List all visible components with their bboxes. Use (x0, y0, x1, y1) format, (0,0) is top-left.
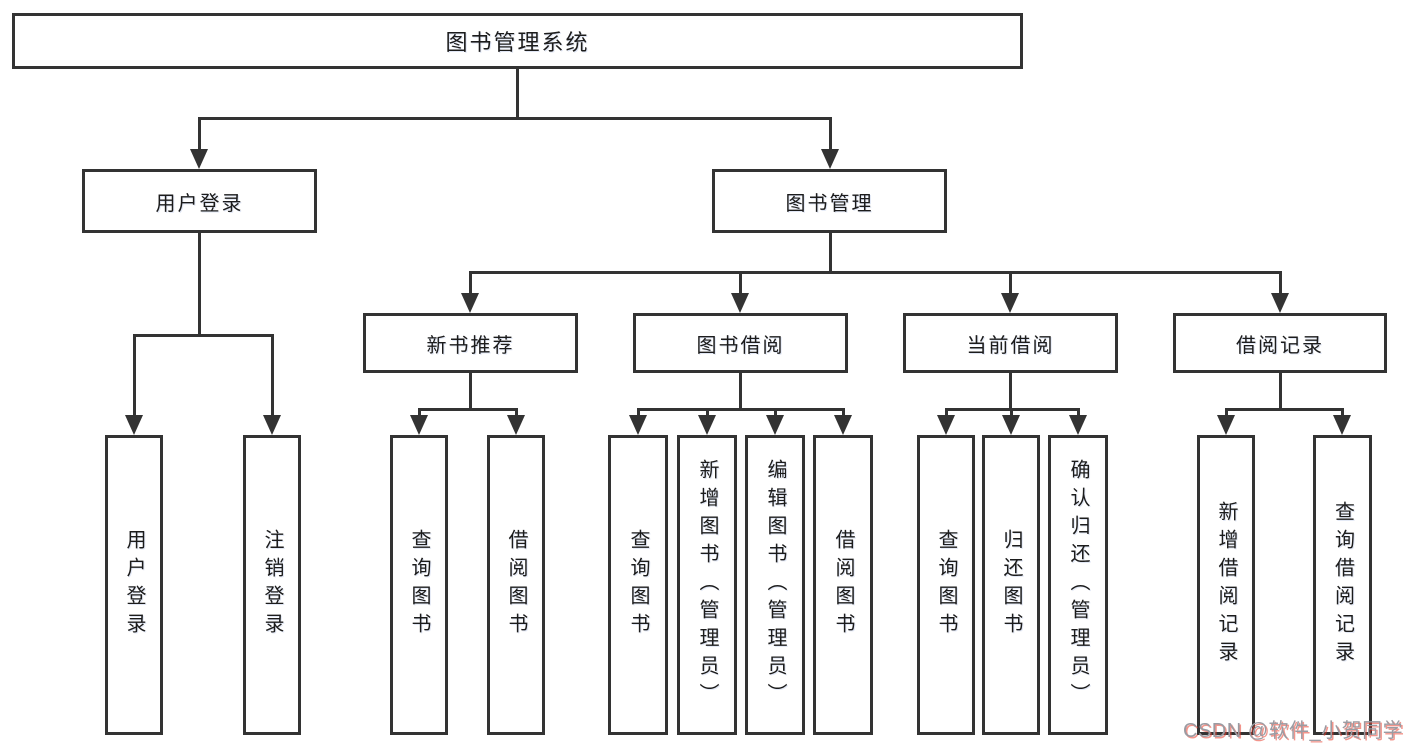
connector-line (774, 408, 777, 418)
node-borrow-books-leaf: 借阅图书 (813, 435, 873, 735)
node-borrow-books-recommend: 借阅图书 (487, 435, 545, 735)
arrow-down-icon (507, 415, 525, 435)
connector-line (1225, 408, 1344, 411)
connector-line (1279, 373, 1282, 411)
node-add-borrow-record: 新增借阅记录 (1197, 435, 1255, 735)
arrow-down-icon (410, 415, 428, 435)
connector-line (198, 117, 201, 151)
watermark: CSDN @软件_小贺同学 (1183, 720, 1404, 742)
node-user-login: 用户登录 (82, 169, 317, 233)
connector-line (469, 271, 472, 295)
node-edit-book-admin: 编辑图书（管理员） (745, 435, 805, 735)
node-add-book-admin: 新增图书（管理员） (677, 435, 737, 735)
node-confirm-return-admin: 确认归还（管理员） (1048, 435, 1108, 735)
arrow-down-icon (1271, 293, 1289, 313)
connector-line (1225, 408, 1228, 418)
node-return-book: 归还图书 (982, 435, 1040, 735)
arrow-down-icon (821, 149, 839, 169)
connector-line (1077, 408, 1080, 418)
connector-line (198, 233, 201, 337)
connector-line (469, 271, 1282, 274)
arrow-down-icon (263, 415, 281, 435)
node-query-books-recommend: 查询图书 (390, 435, 448, 735)
connector-line (133, 334, 136, 415)
node-borrow-records: 借阅记录 (1173, 313, 1387, 373)
arrow-down-icon (1001, 293, 1019, 313)
arrow-down-icon (125, 415, 143, 435)
connector-line (842, 408, 845, 418)
connector-line (1010, 408, 1013, 418)
node-book-management: 图书管理 (712, 169, 947, 233)
arrow-down-icon (1217, 415, 1235, 435)
connector-line (637, 408, 640, 418)
connector-line (198, 117, 832, 120)
connector-line (418, 408, 421, 418)
connector-line (829, 233, 832, 274)
connector-line (516, 69, 519, 120)
node-query-borrow-record: 查询借阅记录 (1313, 435, 1372, 735)
connector-line (271, 334, 274, 415)
node-user-login-leaf: 用户登录 (105, 435, 163, 735)
arrow-down-icon (629, 415, 647, 435)
arrow-down-icon (766, 415, 784, 435)
connector-line (1341, 408, 1344, 418)
node-book-borrow: 图书借阅 (633, 313, 848, 373)
connector-line (739, 373, 742, 411)
arrow-down-icon (937, 415, 955, 435)
arrow-down-icon (698, 415, 716, 435)
node-library-system: 图书管理系统 (12, 13, 1023, 69)
arrow-down-icon (1069, 415, 1087, 435)
connector-line (637, 408, 845, 411)
connector-line (706, 408, 709, 418)
connector-line (133, 334, 274, 337)
arrow-down-icon (190, 149, 208, 169)
arrow-down-icon (731, 293, 749, 313)
connector-line (945, 408, 948, 418)
node-logout-leaf: 注销登录 (243, 435, 301, 735)
node-query-books-borrow: 查询图书 (608, 435, 668, 735)
connector-line (739, 271, 742, 295)
connector-line (1009, 271, 1012, 295)
node-query-books-current: 查询图书 (917, 435, 975, 735)
connector-line (1009, 373, 1012, 411)
arrow-down-icon (461, 293, 479, 313)
connector-line (418, 408, 518, 411)
node-new-book-recommend: 新书推荐 (363, 313, 578, 373)
connector-line (469, 373, 472, 411)
arrow-down-icon (834, 415, 852, 435)
connector-line (829, 117, 832, 151)
arrow-down-icon (1002, 415, 1020, 435)
connector-line (515, 408, 518, 418)
connector-line (1279, 271, 1282, 295)
arrow-down-icon (1333, 415, 1351, 435)
node-current-borrow: 当前借阅 (903, 313, 1118, 373)
